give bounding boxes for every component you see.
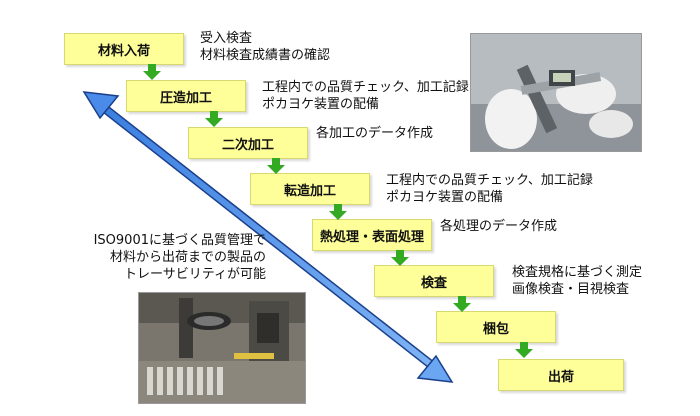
note-rolling-quality: 工程内での品質チェック、加工記録 ポカヨケ装置の配備 — [386, 173, 593, 205]
flow-arrow-down-icon — [329, 204, 347, 220]
flow-arrow-down-icon — [267, 158, 285, 174]
flow-arrow-down-icon — [515, 342, 533, 358]
step-secondary-processing: 二次加工 — [188, 127, 308, 159]
note-inspection: 検査規格に基づく測定 画像検査・目視検査 — [512, 265, 643, 297]
flow-arrow-down-icon — [453, 296, 471, 312]
step-shipping: 出荷 — [498, 359, 624, 391]
step-inspection: 検査 — [374, 265, 494, 297]
note-incoming-inspection: 受入検査 材料検査成績書の確認 — [200, 31, 331, 63]
flow-arrow-down-icon — [391, 250, 409, 266]
flow-arrow-down-icon — [205, 111, 223, 127]
step-thread-rolling: 転造加工 — [250, 173, 370, 205]
caliper-inspection-photo — [470, 33, 642, 152]
step-material-receiving: 材料入荷 — [64, 33, 184, 65]
iso-traceability-note: ISO9001に基づく品質管理で 材料から出荷までの製品の トレーサビリティが可… — [93, 233, 266, 282]
note-secondary-data: 各加工のデータ作成 — [316, 126, 434, 141]
note-heat-data: 各処理のデータ作成 — [440, 219, 558, 234]
image-inspection-machine-photo — [138, 292, 306, 404]
step-heading: 圧造加工 — [126, 80, 246, 112]
note-heading-quality: 工程内での品質チェック、加工記録 ポカヨケ装置の配備 — [262, 80, 469, 112]
step-packing: 梱包 — [436, 311, 556, 343]
flow-arrow-down-icon — [143, 64, 161, 80]
step-heat-surface-treatment: 熱処理・表面処理 — [312, 219, 432, 251]
